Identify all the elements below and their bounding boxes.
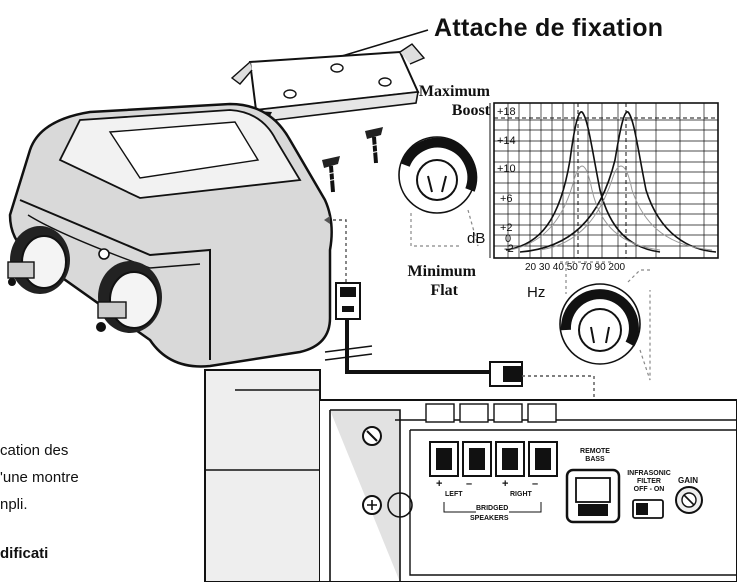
left-label: LEFT <box>445 491 463 498</box>
frequency-knob <box>559 283 641 365</box>
y-tick-2: +2 <box>500 222 513 234</box>
minus-right: – <box>532 478 539 490</box>
speaker-terminals <box>429 441 558 477</box>
right-label: RIGHT <box>510 491 532 498</box>
title-leader-line <box>341 29 429 57</box>
remote-bass-line1: REMOTE <box>580 448 610 455</box>
amplifier <box>204 369 737 582</box>
infrasonic-switch <box>632 499 664 519</box>
infrasonic-line3: OFF - ON <box>633 486 665 493</box>
side-text-line1: cation des <box>0 442 69 459</box>
y-tick-minus2: -2 <box>504 243 514 255</box>
min-flat-line1: Minimum <box>407 263 476 280</box>
remote-bass-label: REMOTE BASS <box>575 448 615 464</box>
y-tick-0: 0 <box>505 233 512 245</box>
plus-right: + <box>502 478 509 490</box>
remote-control-unit <box>7 102 333 368</box>
infrasonic-label: INFRASONIC FILTER OFF - ON <box>623 470 675 494</box>
hz-unit-label: Hz <box>527 284 546 301</box>
min-flat-label: Minimum Flat <box>380 262 476 300</box>
max-boost-line1: Maximum <box>418 83 490 100</box>
mounting-bracket <box>230 43 426 123</box>
y-tick-6: +6 <box>500 193 513 205</box>
response-curve-low <box>505 111 661 253</box>
minus-left: – <box>466 478 473 490</box>
connector-plug-top <box>335 282 361 320</box>
speakers-label: SPEAKERS <box>470 515 509 522</box>
gain-label: GAIN <box>678 476 698 485</box>
x-ticks: 20 30 40 50 70 90 200 <box>525 262 626 273</box>
response-graph <box>489 102 719 259</box>
y-tick-10: +10 <box>497 163 516 175</box>
remote-bass-jack <box>565 468 621 524</box>
screw-left <box>322 156 340 193</box>
side-text-line2: 'une montre <box>0 469 79 486</box>
infrasonic-line2: FILTER <box>637 478 661 485</box>
side-text-line4: dificati <box>0 545 49 562</box>
gain-knob <box>675 486 703 514</box>
screw-right <box>365 127 383 164</box>
max-boost-line2: Boost <box>451 102 490 119</box>
y-tick-18: +18 <box>497 106 516 118</box>
infrasonic-line1: INFRASONIC <box>627 470 671 477</box>
y-tick-14: +14 <box>497 135 516 147</box>
min-flat-line2: Flat <box>430 282 458 299</box>
max-boost-label: Maximum Boost <box>388 82 490 120</box>
page-title: Attache de fixation <box>434 14 664 42</box>
plus-left: + <box>436 478 443 490</box>
db-unit-label: dB <box>467 230 486 247</box>
bridged-label: BRIDGED <box>476 505 509 512</box>
connector-plug-bottom <box>489 361 523 387</box>
remote-bass-line2: BASS <box>585 456 605 463</box>
side-text-line3: npli. <box>0 496 28 513</box>
cable-dotted-path <box>330 219 347 282</box>
response-curve-high <box>519 111 717 253</box>
cable <box>345 320 490 374</box>
boost-knob <box>398 136 478 214</box>
